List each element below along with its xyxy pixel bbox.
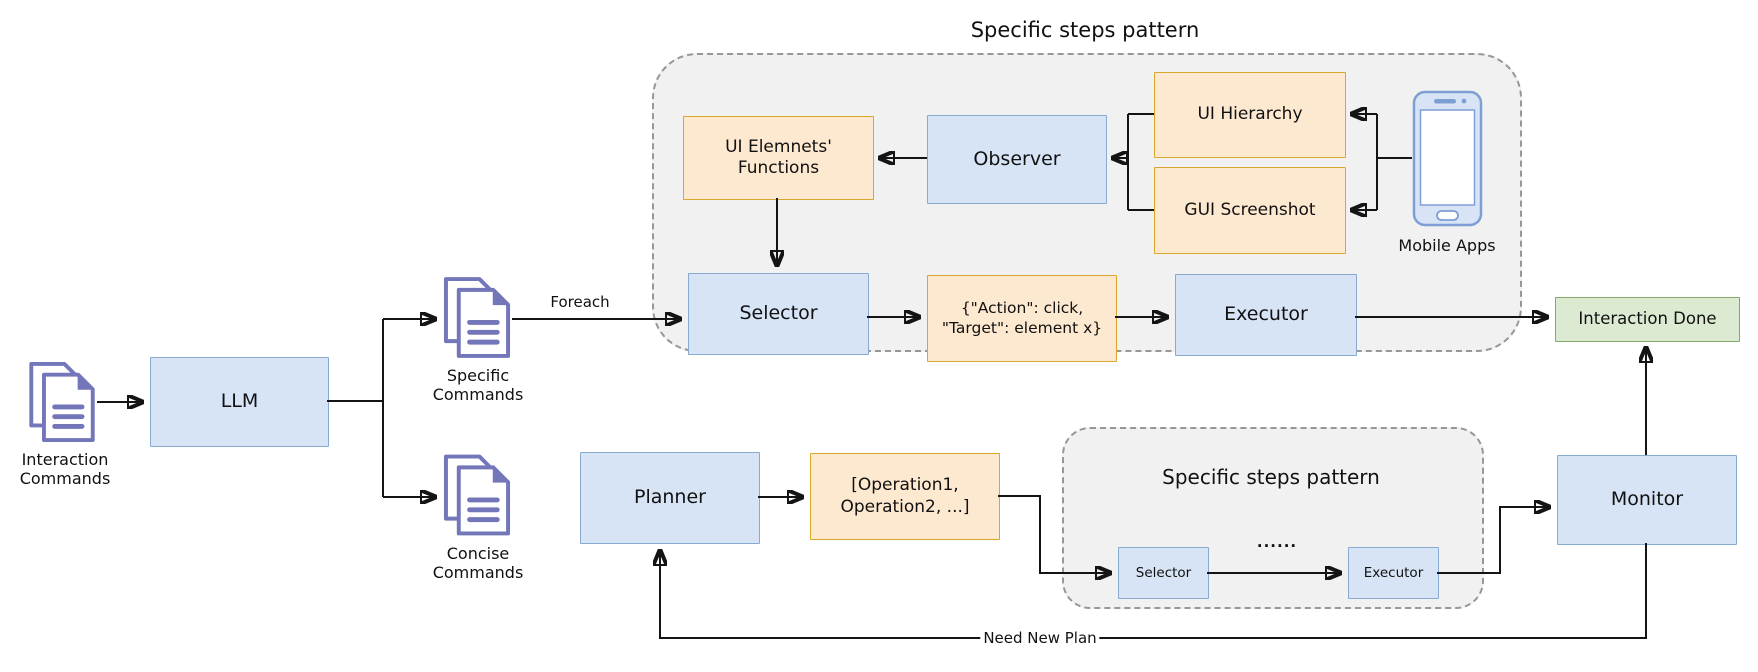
ui-hierarchy-box: UI Hierarchy xyxy=(1154,72,1346,158)
interaction-done-box: Interaction Done xyxy=(1555,297,1740,342)
specific-commands-document-icon xyxy=(443,277,511,358)
bottom-pattern-title: Specific steps pattern xyxy=(1162,465,1380,489)
planner-box: Planner xyxy=(580,452,760,544)
foreach-label: Foreach xyxy=(550,293,610,311)
ellipsis-label: ...... xyxy=(1256,533,1298,551)
selector-small-box: Selector xyxy=(1118,547,1209,599)
executor-box: Executor xyxy=(1175,274,1357,356)
gui-screenshot-box: GUI Screenshot xyxy=(1154,167,1346,254)
interaction-commands-document-icon xyxy=(29,362,95,442)
smartphone-icon xyxy=(1412,90,1483,227)
monitor-box: Monitor xyxy=(1557,455,1737,545)
need-new-plan-label: Need New Plan xyxy=(980,629,1100,647)
executor-small-box: Executor xyxy=(1348,547,1439,599)
selector-box: Selector xyxy=(688,273,869,355)
line-llm-branch xyxy=(327,319,384,497)
concise-commands-label: Concise Commands xyxy=(432,544,524,583)
specific-commands-label: Specific Commands xyxy=(432,366,524,405)
concise-commands-document-icon xyxy=(443,454,511,536)
operations-box: [Operation1, Operation2, ...] xyxy=(810,453,1000,540)
llm-box: LLM xyxy=(150,357,329,447)
observer-box: Observer xyxy=(927,115,1107,204)
mobile-apps-label: Mobile Apps xyxy=(1398,236,1496,255)
ui-functions-box: UI Elemnets' Functions xyxy=(683,116,874,200)
interaction-commands-label: Interaction Commands xyxy=(19,450,111,489)
top-pattern-title: Specific steps pattern xyxy=(970,18,1200,42)
action-json-box: {"Action": click, "Target": element x} xyxy=(927,275,1117,362)
